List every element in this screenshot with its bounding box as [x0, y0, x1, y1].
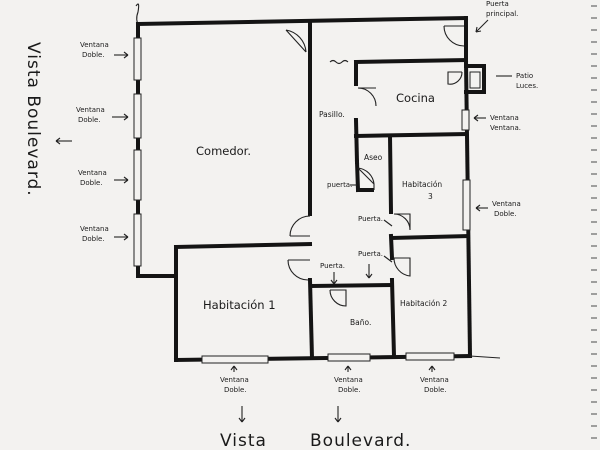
- label-puerta-bano: Puerta.: [320, 262, 345, 270]
- label-vd-left-4b: Doble.: [82, 235, 105, 243]
- window-comedor-2: [133, 93, 142, 139]
- label-patio-1: Patio: [516, 72, 533, 80]
- label-puerta-aseo: puerta.: [327, 181, 352, 189]
- label-aseo: Aseo: [364, 153, 383, 162]
- window-cocina: [461, 109, 470, 131]
- label-vista-bottom-2: Boulevard.: [310, 431, 411, 450]
- window-hab2: [405, 352, 455, 361]
- label-ventana-doble-right-1: Ventana: [492, 200, 521, 208]
- label-hab2: Habitación 2: [400, 299, 448, 308]
- label-vd-bottom-1b: Doble.: [224, 386, 247, 394]
- label-hab3-line1: Habitación: [402, 180, 442, 189]
- label-puerta-hab2: Puerta.: [358, 250, 383, 258]
- label-cocina: Cocina: [396, 91, 435, 105]
- outer-walls: [135, 15, 473, 363]
- label-vd-bottom-1a: Ventana: [220, 376, 249, 384]
- label-pasillo: Pasillo.: [319, 110, 345, 119]
- label-vd-bottom-2b: Doble.: [338, 386, 361, 394]
- label-puerta-principal-1: Puerta: [486, 0, 509, 8]
- label-hab3-line2: 3: [428, 192, 433, 201]
- vista-labels: Vista Boulevard. Vista Boulevard.: [23, 42, 411, 450]
- window-comedor-1: [133, 37, 142, 81]
- window-patio: [469, 71, 481, 89]
- label-vd-left-4a: Ventana: [80, 225, 109, 233]
- label-ventana-doble-right-2: Doble.: [494, 210, 517, 218]
- label-vd-bottom-2a: Ventana: [334, 376, 363, 384]
- label-patio-2: Luces.: [516, 82, 538, 90]
- label-comedor: Comedor.: [196, 144, 251, 158]
- label-vd-left-1b: Doble.: [82, 51, 105, 59]
- room-labels: Comedor. Pasillo. Cocina Aseo Habitación…: [196, 91, 448, 327]
- door-main: [443, 25, 465, 47]
- label-vd-bottom-3b: Doble.: [424, 386, 447, 394]
- label-vista-left: Vista Boulevard.: [23, 42, 43, 197]
- label-vd-left-1a: Ventana: [80, 41, 109, 49]
- label-ventana-ventana-1: Ventana: [490, 114, 519, 122]
- label-vista-bottom-1: Vista: [220, 431, 267, 450]
- label-ventana-ventana-2: Ventana.: [490, 124, 521, 132]
- label-vd-left-3a: Ventana: [78, 169, 107, 177]
- label-vd-left-3b: Doble.: [80, 179, 103, 187]
- windows: [133, 37, 481, 364]
- window-comedor-3: [133, 149, 142, 201]
- window-hab1: [201, 355, 269, 364]
- doors: [285, 25, 465, 307]
- window-bano: [327, 353, 371, 362]
- label-vd-left-2b: Doble.: [78, 116, 101, 124]
- label-vd-left-2a: Ventana: [76, 106, 105, 114]
- label-hab1: Habitación 1: [203, 298, 276, 312]
- label-bano: Baño.: [350, 318, 371, 327]
- window-comedor-4: [133, 213, 142, 267]
- label-vd-bottom-3a: Ventana: [420, 376, 449, 384]
- label-puerta-hab3: Puerta.: [358, 215, 383, 223]
- spiral-binding: [591, 5, 597, 439]
- wavy-mark: [329, 59, 349, 65]
- annotations: Puerta principal. Patio Luces. Ventana V…: [76, 0, 538, 394]
- label-puerta-principal-2: principal.: [486, 10, 518, 18]
- interior-walls: [173, 22, 501, 361]
- window-hab3: [462, 179, 471, 231]
